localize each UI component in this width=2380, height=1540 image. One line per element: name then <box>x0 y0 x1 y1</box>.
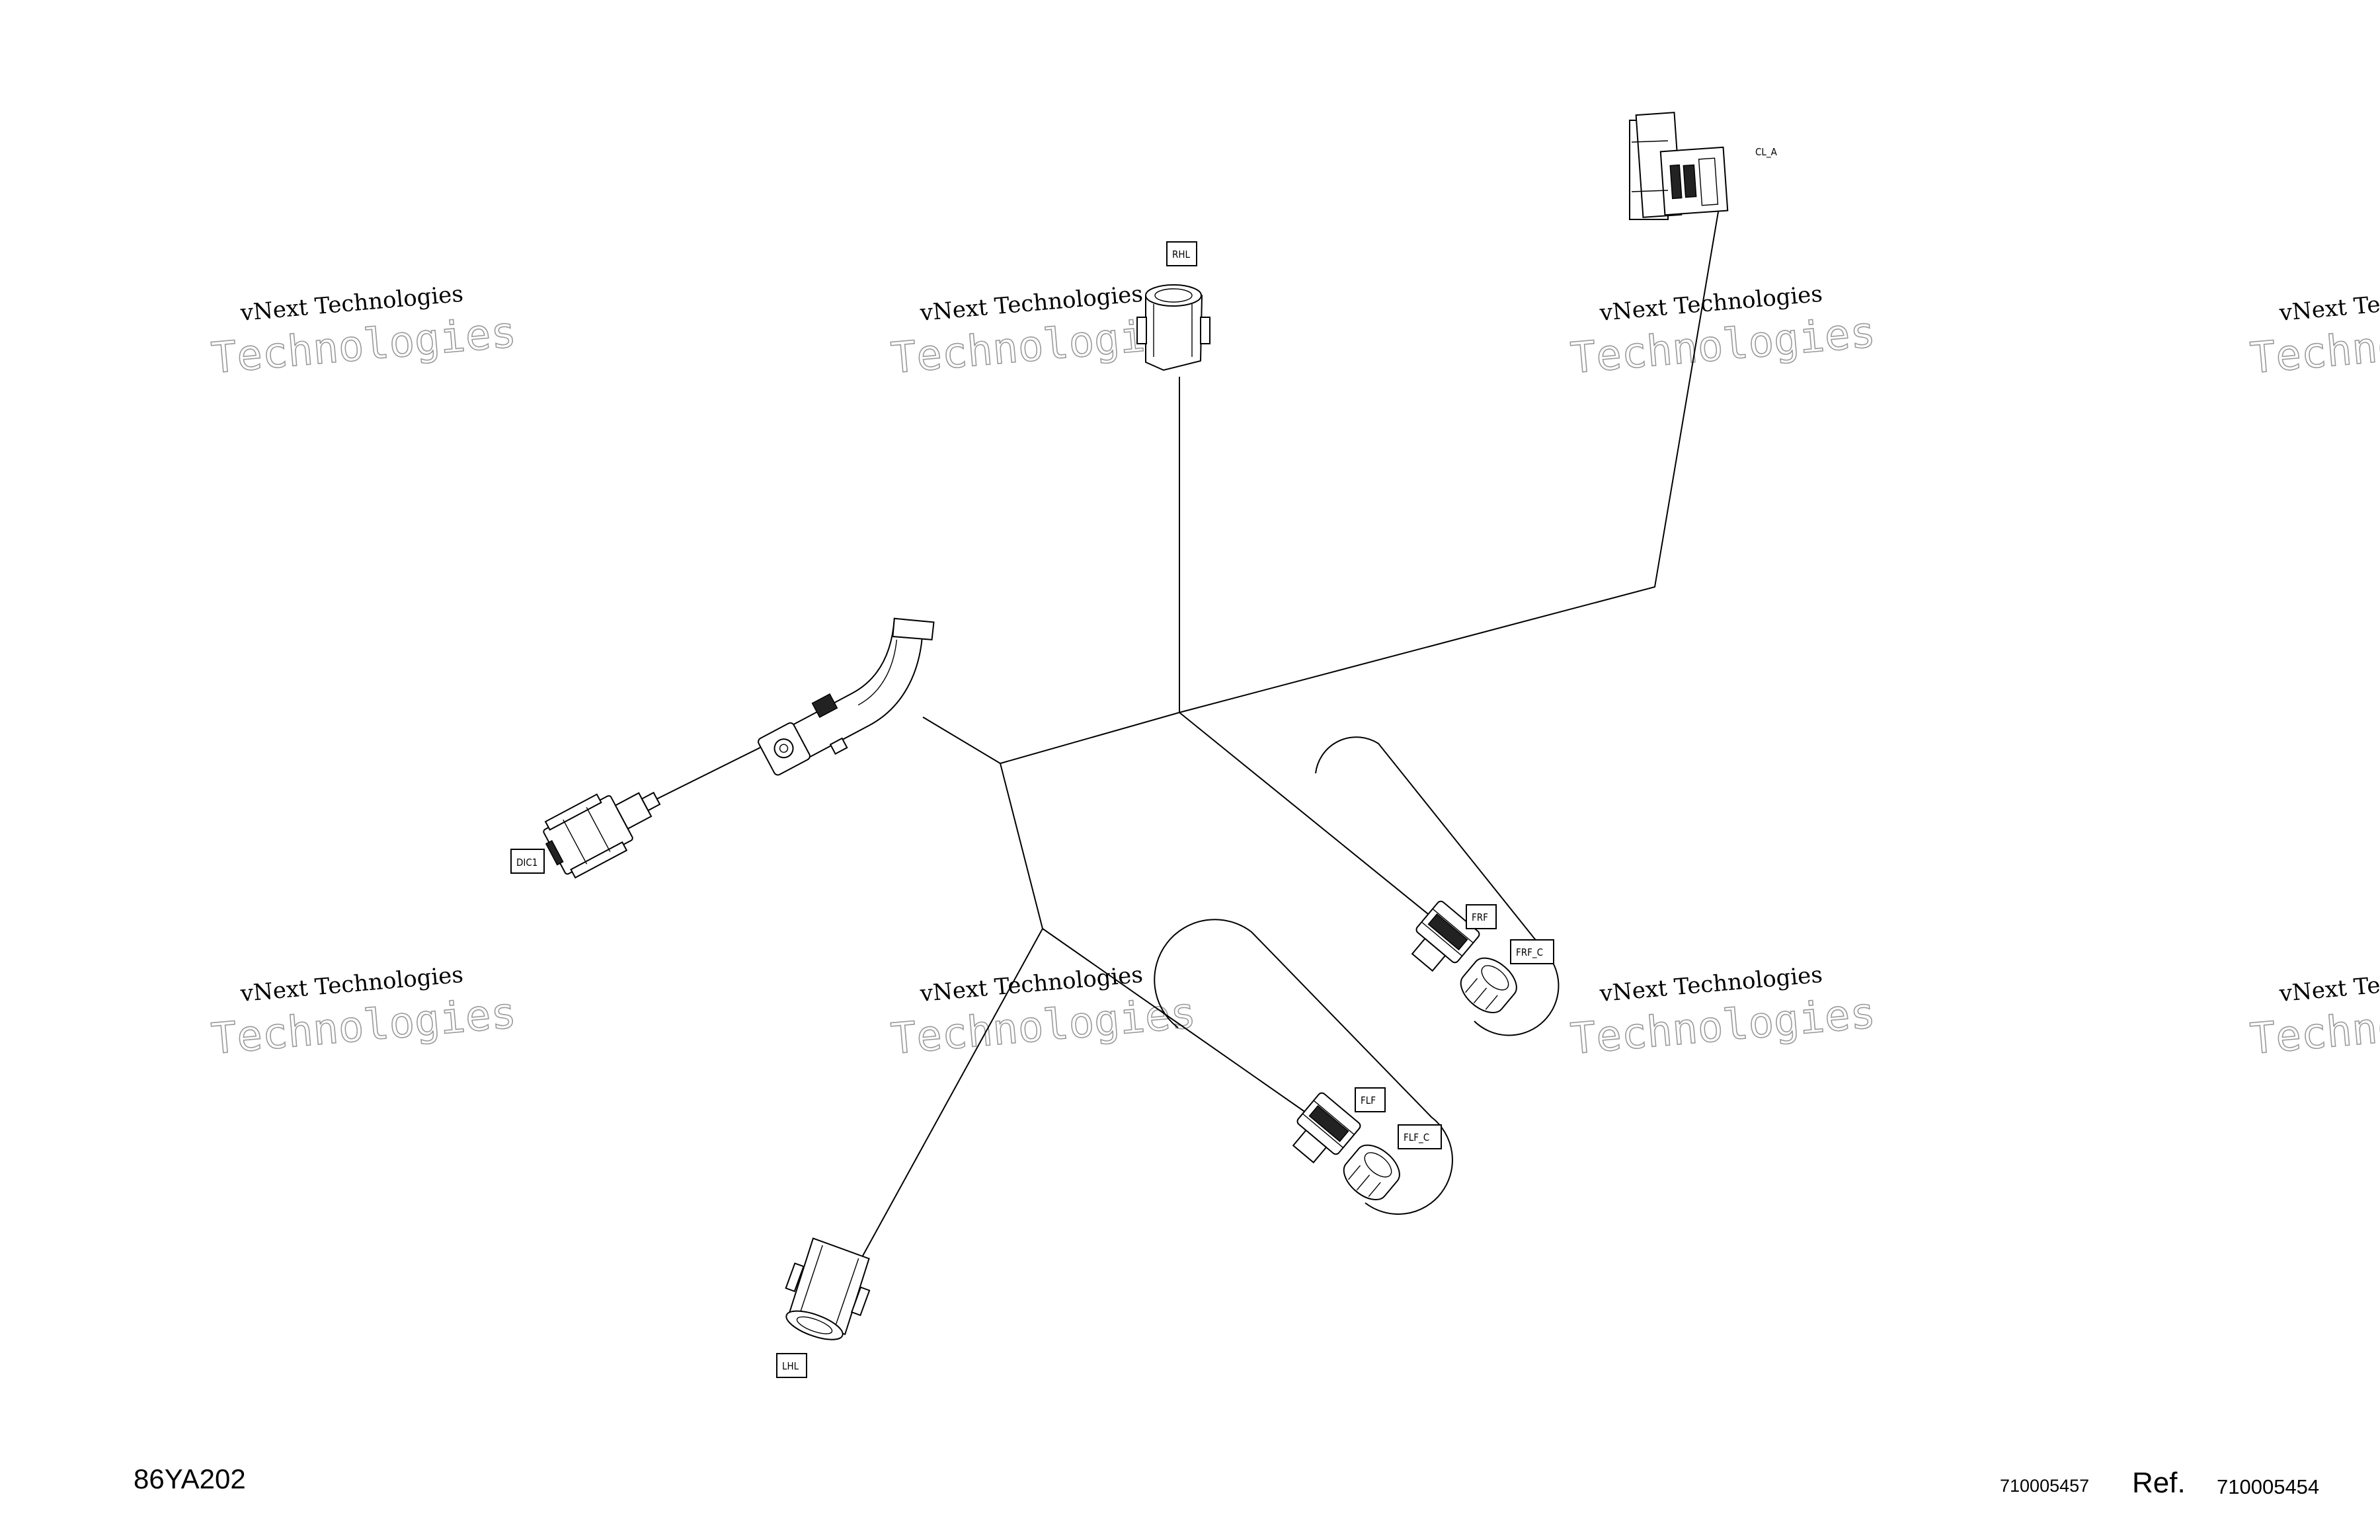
label-dic1: DIC1 <box>516 857 537 868</box>
watermark-line1: vNext Technologies <box>2278 281 2380 327</box>
label-box-frf <box>1466 904 1497 929</box>
label-box-rhl <box>1166 241 1197 266</box>
watermark: vNext Technologies Technologies <box>889 962 1199 1065</box>
elbow-connector[interactable] <box>736 603 967 783</box>
label-cl-a: CL_A <box>1755 146 1778 159</box>
wire-cl-a <box>1179 184 1724 713</box>
service-loop-frf <box>1315 736 1560 1036</box>
connector-frf[interactable] <box>1402 900 1481 979</box>
watermark: vNext Technologies Technologies <box>1568 281 1878 384</box>
part-number: 710005457 <box>2000 1476 2089 1496</box>
watermark: vNext Technologies Technologies <box>209 281 519 384</box>
wire-dic1 <box>644 743 769 806</box>
label-box-lhl <box>776 1353 807 1378</box>
connector-cap-flf-c[interactable] <box>1337 1137 1407 1208</box>
label-flf-c: FLF_C <box>1404 1132 1429 1144</box>
label-box-dic1 <box>510 849 545 874</box>
label-frf: FRF <box>1472 911 1488 923</box>
label-lhl: LHL <box>782 1360 799 1372</box>
connector-rhl[interactable] <box>1136 284 1210 371</box>
wire-lhl <box>862 928 1043 1256</box>
connector-dic1[interactable] <box>537 771 672 882</box>
ref-number: 710005454 <box>2217 1475 2319 1498</box>
service-loop-flf <box>1154 919 1453 1215</box>
diagram-id: 86YA202 <box>134 1463 246 1494</box>
label-box-flf-c <box>1398 1124 1442 1149</box>
connector-cl-a[interactable] <box>1629 112 1729 220</box>
label-rhl: RHL <box>1172 249 1191 260</box>
label-frf-c: FRF_C <box>1516 946 1543 959</box>
wire-elbow <box>922 716 1001 764</box>
label-flf: FLF <box>1361 1095 1376 1106</box>
watermark: vNext Technologies Technologies <box>2248 962 2380 1065</box>
watermark-group: vNext Technologies Technologies vNext Te… <box>209 281 2380 1065</box>
watermark: vNext Technologies Technologies <box>1568 962 1878 1065</box>
watermark-line1: vNext Technologies <box>2278 962 2380 1007</box>
label-box-frf-c <box>1510 939 1554 964</box>
wire-flf <box>1042 928 1313 1118</box>
watermark: vNext Technologies Technologies <box>209 962 519 1065</box>
ref-label: Ref. <box>2132 1467 2186 1499</box>
label-box-flf <box>1355 1087 1386 1112</box>
connector-cap-frf-c[interactable] <box>1454 950 1524 1020</box>
connector-lhl[interactable] <box>774 1235 879 1349</box>
wire-frf <box>1179 712 1439 923</box>
wire-trunk <box>1000 712 1180 764</box>
wire-branch-down <box>1000 763 1043 929</box>
watermark: vNext Technologies Technologies <box>2248 281 2380 384</box>
connector-flf[interactable] <box>1283 1091 1362 1171</box>
